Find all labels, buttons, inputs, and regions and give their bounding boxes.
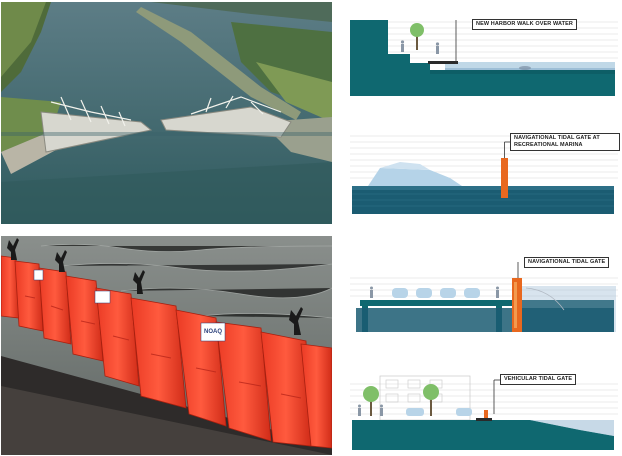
section-diagram-vehicular-gate: VEHICULAR TIDAL GATE — [350, 364, 618, 454]
storm-surge-barrier-aerial-photo — [1, 2, 332, 224]
red-flood-barrier-photo: NOAQ — [1, 236, 332, 455]
callout-harbor-walk: NEW HARBOR WALK OVER WATER — [472, 19, 577, 30]
storm-surge-barrier-photo — [1, 2, 332, 224]
noaq-sign: NOAQ — [204, 329, 222, 335]
section-diagram-marina-gate: NAVIGATIONAL TIDAL GATE AT RECREATIONAL … — [350, 128, 620, 218]
callout-vehicular-gate: VEHICULAR TIDAL GATE — [500, 374, 577, 385]
section-diagram-harbor-walk: NEW HARBOR WALK OVER WATER — [350, 8, 618, 100]
section-diagram-navigational-gate: NAVIGATIONAL TIDAL GATE — [350, 248, 618, 336]
callout-marina-gate: NAVIGATIONAL TIDAL GATE AT RECREATIONAL … — [510, 133, 620, 151]
flood-barrier-photo: NOAQ — [1, 236, 332, 455]
callout-navigational-gate: NAVIGATIONAL TIDAL GATE — [524, 257, 610, 268]
